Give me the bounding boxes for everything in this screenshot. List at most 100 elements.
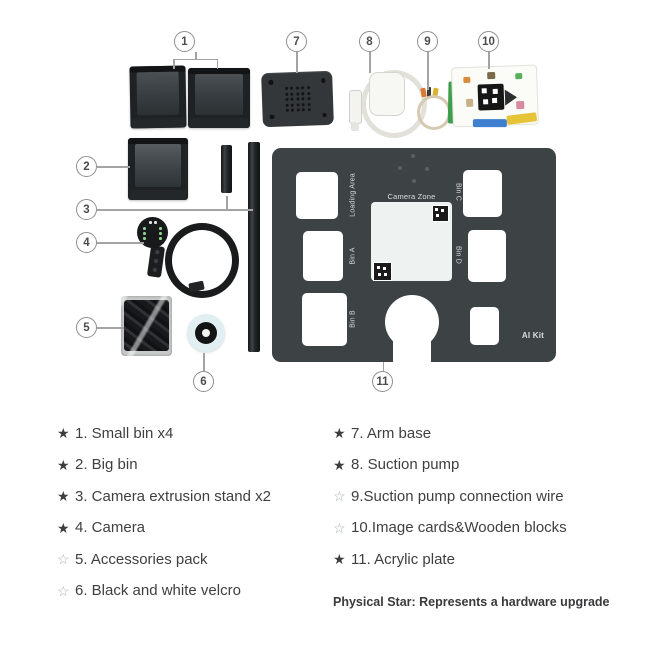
cutout-loading-area [296,172,338,219]
legend-label: 5. Accessories pack [75,550,208,568]
legend-left-column: ★ 1. Small bin x4 ★ 2. Big bin ★ 3. Camera … [57,424,271,600]
screw-hole [268,79,273,85]
plate-hole [398,166,402,170]
screw-hole [321,112,327,118]
legend-label: 1. Small bin x4 [75,424,174,442]
camera-cable [165,223,239,298]
label-bin-a: Bin A [349,247,357,265]
pump-connection-wire [417,95,451,130]
bin-lip [190,118,248,128]
card-icon [515,73,523,80]
bin-interior [195,74,243,115]
extrusion-stand-short [221,145,232,193]
callout-badge-1: 1 [174,31,195,52]
extrusion-stand-long [248,142,260,352]
filled-star-icon: ★ [57,519,70,536]
label-loading-area: Loading Area [349,173,357,217]
legend-item-7: ★7. Arm base [333,424,610,442]
legend-right-column: ★7. Arm base ★8. Suction pump ☆9.Suction… [333,425,610,609]
callout-line-1 [195,52,197,59]
legend-label: 7. Arm base [351,424,432,442]
callout-number: 9 [424,35,431,48]
hollow-star-icon: ☆ [333,519,346,536]
velcro-roll [187,314,225,352]
card-icon [463,76,471,84]
callout-number: 6 [200,375,207,388]
plate-hole [425,167,429,171]
card-icon [516,100,525,110]
big-bin [128,138,188,200]
legend-item-9: ☆9.Suction pump connection wire [333,488,610,505]
legend-label: 4. Camera [75,519,146,536]
callout-badge-11: 11 [372,371,393,392]
legend-note: Physical Star: Represents a hardware upg… [333,594,610,609]
label-ai-kit: AI Kit [521,331,544,340]
callout-number: 1 [181,35,188,48]
callout-badge-4: 4 [76,232,97,253]
plate-hole [411,154,415,158]
cutout-bin-b [302,293,347,346]
callout-number: 8 [366,35,373,48]
legend-item-8: ★8. Suction pump [333,456,610,473]
legend-item-1: ★ 1. Small bin x4 [57,424,271,442]
hollow-star-icon: ☆ [57,551,70,567]
label-camera-zone: Camera Zone [387,192,436,201]
callout-line-5 [97,327,124,329]
bag-shine [121,296,172,356]
legend-item-11: ★11. Acrylic plate [333,550,610,568]
cutout-bin-a [303,231,343,281]
box-edge-blue [472,119,507,128]
legend-item-10: ☆ 10.Image cards&Wooden blocks [333,519,610,536]
screw-hole [269,114,275,119]
bin-interior [136,71,180,116]
callout-line-7 [296,52,298,73]
small-bin-2 [188,68,250,128]
filled-star-icon: ★ [57,425,70,441]
legend-label: 10.Image cards&Wooden blocks [351,519,567,536]
legend-label: 6. Black and white velcro [75,582,241,599]
callout-line-10 [488,52,490,69]
hollow-star-icon: ☆ [333,488,346,504]
aruco-marker-card [477,83,505,111]
acrylic-plate: Loading Area Bin A Bin B Bin C Bin D Cam… [272,148,556,362]
callout-badge-8: 8 [359,31,380,52]
pump-nozzle [349,90,362,124]
callout-number: 4 [83,236,90,249]
accessories-pack [121,296,172,356]
callout-number: 11 [376,375,389,388]
cutout-bin-d [468,230,506,282]
callout-number: 10 [482,35,495,48]
callout-badge-3: 3 [76,199,97,220]
bin-rim [128,138,188,144]
label-bin-b: Bin B [349,310,357,328]
legend-item-4: ★ 4. Camera [57,519,271,536]
hollow-star-icon: ☆ [57,582,70,599]
callout-number: 5 [83,321,90,334]
pump-nozzle-tip [351,122,359,131]
bin-lip [132,117,185,129]
callout-badge-10: 10 [478,31,499,52]
callout-badge-6: 6 [193,371,214,392]
velcro-hole [202,329,210,337]
legend-label: 2. Big bin [75,456,138,473]
image-cards-box [447,64,539,131]
callout-number: 2 [83,160,90,173]
legend-label: 11. Acrylic plate [351,550,455,568]
arrow-icon [504,89,518,106]
callout-badge-9: 9 [417,31,438,52]
vent-holes [284,86,311,112]
card-icon [466,98,474,107]
screw-hole [320,78,326,83]
callout-line-1-right [216,58,218,69]
bin-interior [135,144,181,187]
legend-label: 3. Camera extrusion stand x2 [75,487,271,505]
cutout-bin-c [463,170,502,217]
arm-base [261,70,334,128]
callout-number: 3 [83,203,90,216]
bin-rim [188,68,250,74]
small-bin-1 [129,65,187,129]
cutout-small [470,307,499,345]
label-bin-c: Bin C [454,182,462,202]
cutout-arm-notch [393,334,431,362]
